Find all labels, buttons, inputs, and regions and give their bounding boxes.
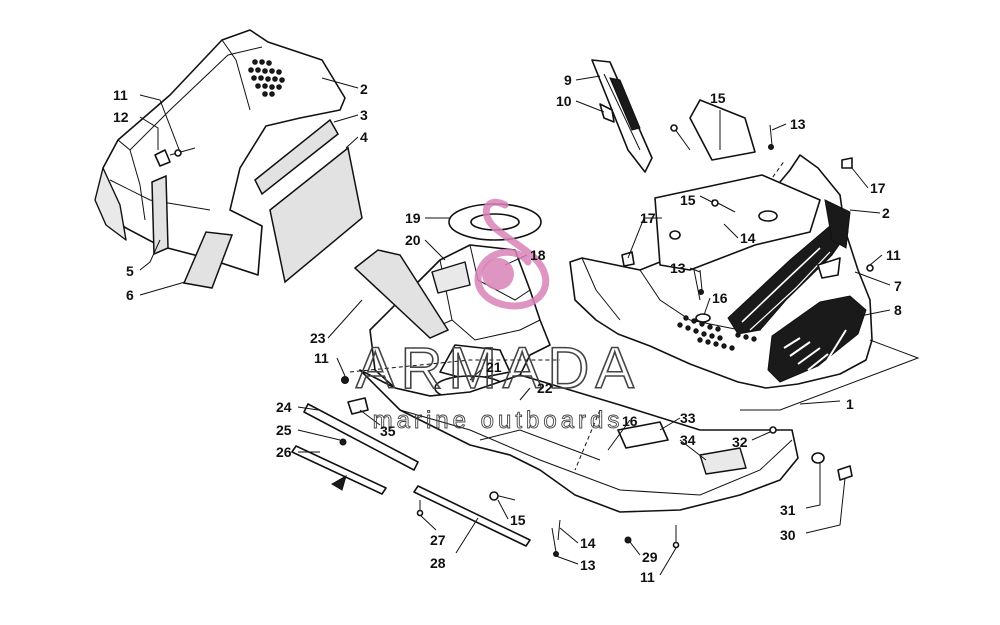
callout-13-c: 13 bbox=[580, 557, 596, 573]
foam-23 bbox=[353, 249, 450, 339]
clip-35 bbox=[347, 397, 369, 415]
watermark-brand: ARMADA bbox=[356, 336, 640, 401]
watermark-tagline: marine outboards bbox=[373, 407, 624, 434]
callout-13-b: 13 bbox=[670, 260, 686, 276]
callout-1-bracket bbox=[740, 339, 920, 411]
callout-10: 10 bbox=[556, 93, 572, 109]
pad-20 bbox=[431, 261, 471, 294]
callout-15-b: 15 bbox=[680, 192, 696, 208]
callout-14-a: 14 bbox=[740, 230, 756, 246]
callout-19: 19 bbox=[405, 210, 421, 226]
callout-13-a: 13 bbox=[790, 116, 806, 132]
callout-8: 8 bbox=[894, 302, 902, 318]
fasteners bbox=[154, 124, 874, 557]
callout-17-a: 17 bbox=[640, 210, 656, 226]
callout-29: 29 bbox=[642, 549, 658, 565]
callout-11-b: 11 bbox=[314, 350, 329, 366]
decal-34 bbox=[699, 447, 747, 475]
foam-strip-6 bbox=[182, 231, 234, 289]
front-nose-assembly bbox=[569, 99, 873, 389]
callout-23: 23 bbox=[310, 330, 326, 346]
callout-11-d: 11 bbox=[640, 569, 655, 585]
trim-strip-24 bbox=[303, 403, 419, 471]
decal-33 bbox=[617, 421, 669, 449]
callout-6: 6 bbox=[126, 287, 134, 303]
callout-1: 1 bbox=[846, 396, 854, 412]
trim-strip-28 bbox=[413, 485, 531, 547]
callout-25: 25 bbox=[276, 422, 292, 438]
callout-11-c: 11 bbox=[886, 247, 901, 263]
callout-31: 31 bbox=[780, 502, 796, 518]
callout-28: 28 bbox=[430, 555, 446, 571]
watermark: ARMADA marine outboards bbox=[355, 199, 640, 434]
callout-3: 3 bbox=[360, 107, 368, 123]
callout-24: 24 bbox=[276, 399, 292, 415]
callout-32: 32 bbox=[732, 434, 748, 450]
callout-16-a: 16 bbox=[712, 290, 728, 306]
callout-35: 35 bbox=[380, 423, 396, 439]
callout-16-b: 16 bbox=[622, 413, 638, 429]
callout-2-right: 2 bbox=[882, 205, 890, 221]
callout-17-b: 17 bbox=[870, 180, 886, 196]
windshield-vent bbox=[591, 59, 653, 173]
callout-15-a: 15 bbox=[710, 90, 726, 106]
leader-lines bbox=[139, 75, 891, 576]
belly-pan bbox=[349, 359, 799, 513]
callout-12: 12 bbox=[113, 109, 129, 125]
callout-4: 4 bbox=[360, 129, 368, 145]
callout-2-left: 2 bbox=[360, 81, 368, 97]
vent-holes bbox=[248, 59, 285, 97]
callout-21: 21 bbox=[486, 359, 502, 375]
callout-9: 9 bbox=[564, 72, 572, 88]
callout-18: 18 bbox=[530, 247, 546, 263]
callout-15-c: 15 bbox=[510, 512, 526, 528]
callout-33: 33 bbox=[680, 410, 696, 426]
callout-30: 30 bbox=[780, 527, 796, 543]
foam-strip-5 bbox=[151, 174, 169, 256]
callout-5: 5 bbox=[126, 263, 134, 279]
callout-labels: 1 2 2 3 4 5 6 7 8 9 10 11 11 11 11 12 13… bbox=[113, 72, 902, 585]
hood-vent-holes bbox=[677, 315, 757, 351]
callout-22: 22 bbox=[537, 380, 553, 396]
armada-logo-mark bbox=[474, 199, 550, 310]
callout-26: 26 bbox=[276, 444, 292, 460]
trim-strip-26 bbox=[291, 445, 387, 495]
callout-11-a: 11 bbox=[113, 87, 128, 103]
callout-27: 27 bbox=[430, 532, 446, 548]
callout-20: 20 bbox=[405, 232, 421, 248]
foam-strip-3 bbox=[254, 118, 339, 196]
callout-7: 7 bbox=[894, 278, 902, 294]
callout-14-b: 14 bbox=[580, 535, 596, 551]
callout-34: 34 bbox=[680, 432, 696, 448]
foam-pad-4 bbox=[269, 146, 363, 284]
